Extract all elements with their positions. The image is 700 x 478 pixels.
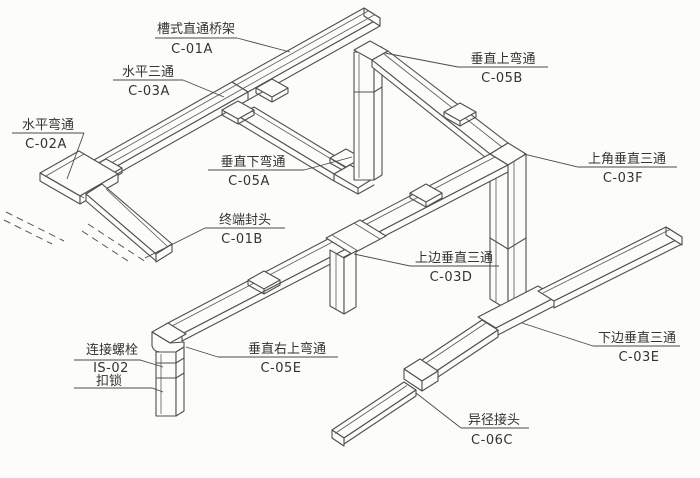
leader-line (415, 392, 462, 429)
component-code-text: IS-02 (93, 361, 129, 376)
component-vertical-riser-shape (333, 40, 389, 195)
leader-line (185, 346, 219, 358)
label-is02: 连接螺栓 IS-02 扣锁 (74, 342, 164, 393)
component-code-text: C-06C (471, 433, 513, 448)
component-code-text: C-05A (228, 174, 270, 189)
component-horizontal-tee-c03a-shape (221, 100, 363, 182)
label-c03e: 下边垂直三通 C-03E (521, 322, 680, 365)
component-code-text: C-02A (25, 137, 67, 152)
label-c03d: 上边垂直三通 C-03D (353, 251, 499, 285)
component-extra-text: 扣锁 (96, 373, 122, 389)
component-code-text: C-03E (618, 350, 659, 365)
label-c01a: 槽式直通桥架 C-01A (155, 22, 291, 57)
component-name-text: 槽式直通桥架 (157, 22, 235, 37)
label-c05b: 垂直上弯通 C-05B (384, 51, 548, 86)
component-name-text: 异径接头 (468, 412, 520, 428)
leader-line (144, 227, 206, 259)
leader-line (74, 387, 164, 393)
component-terminal-end-c01b-shape (3, 183, 173, 263)
component-code-text: C-01A (171, 42, 213, 57)
component-name-text: 上边垂直三通 (415, 251, 493, 266)
label-c05a: 垂直下弯通 C-05A (208, 154, 353, 189)
component-name-text: 水平三通 (122, 65, 174, 80)
component-code-text: C-03A (128, 84, 170, 99)
leader-line (384, 52, 459, 68)
component-name-text: 水平弯通 (22, 117, 74, 133)
label-c01b: 终端封头 C-01B (144, 212, 285, 259)
component-run-c05b-to-c03f-shape (371, 50, 509, 162)
component-run-right-shape (537, 226, 683, 309)
leader-line (521, 322, 594, 347)
label-c02a: 水平弯通 C-02A (12, 117, 85, 180)
label-c03a: 水平三通 C-03A (113, 65, 225, 99)
component-code-text: C-01B (221, 232, 263, 247)
leader-line (523, 153, 579, 168)
leader-line (66, 132, 85, 180)
component-code-text: C-05B (481, 71, 523, 86)
leader-line (303, 156, 353, 171)
component-name-text: 连接螺栓 (86, 342, 138, 358)
leader-line (74, 359, 164, 368)
component-code-text: C-03F (603, 171, 643, 186)
label-c06c: 异径接头 C-06C (415, 392, 529, 448)
component-name-text: 上角垂直三通 (588, 152, 666, 167)
component-name-text: 垂直右上弯通 (248, 341, 326, 357)
label-c05e: 垂直右上弯通 C-05E (185, 341, 338, 376)
leader-line (236, 37, 291, 53)
leader-line (182, 79, 225, 98)
component-straight-tray-c01a-shape (231, 7, 381, 101)
joint-plate (255, 78, 289, 103)
component-reducer-c06c-shape (403, 358, 439, 392)
component-code-text: C-03D (430, 270, 473, 285)
component-name-text: 垂直下弯通 (220, 154, 285, 170)
leader-line (353, 253, 411, 267)
component-upper-edge-tee-c03d-shape (325, 219, 387, 315)
component-name-text: 终端封头 (219, 212, 271, 228)
component-right-up-bend-c05e-shape (151, 322, 187, 417)
component-name-text: 垂直上弯通 (470, 51, 535, 67)
component-narrow-run-shape (331, 381, 417, 447)
component-run-corner-to-tee-shape (93, 81, 249, 179)
component-name-text: 下边垂直三通 (598, 331, 676, 346)
component-code-text: C-05E (260, 361, 301, 376)
label-c03f: 上角垂直三通 C-03F (523, 152, 677, 186)
